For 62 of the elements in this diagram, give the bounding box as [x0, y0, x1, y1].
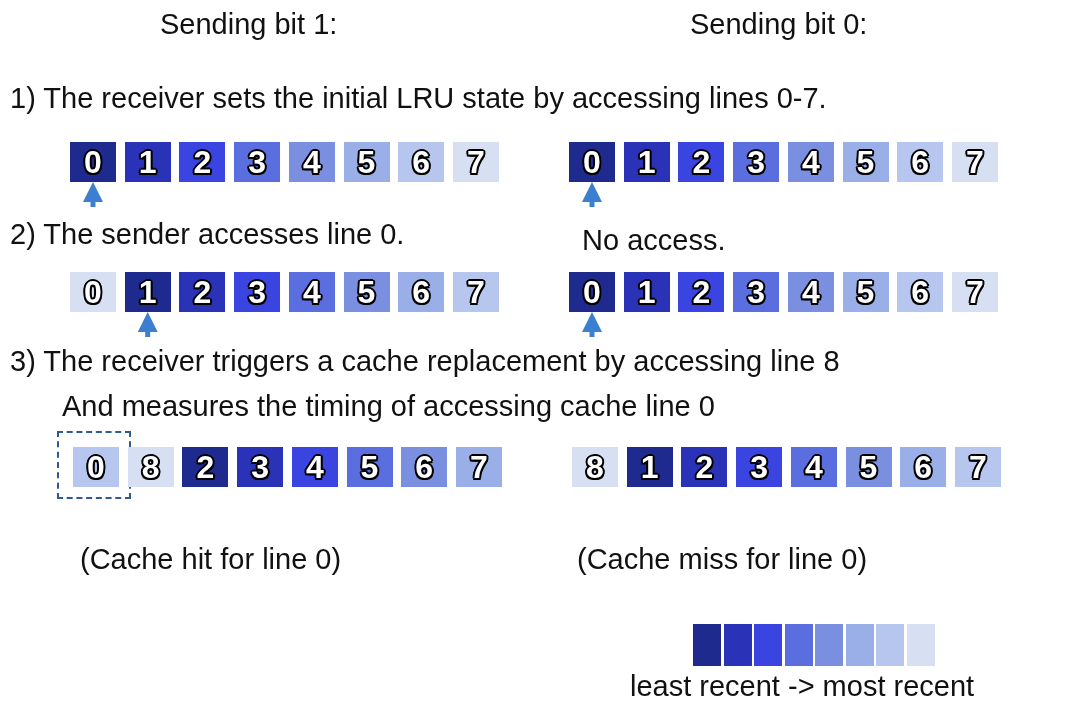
step-text: 3) The receiver triggers a cache replacement by accessing line 8	[10, 345, 840, 379]
cache-line-cell: 1	[623, 142, 670, 182]
column-heading: Sending bit 0:	[690, 8, 868, 42]
cache-line-cell: 5	[842, 142, 889, 182]
cache-line-cell: 3	[736, 447, 783, 487]
cache-line-cell: 0	[70, 142, 116, 182]
cache-line-cell: 7	[452, 272, 499, 312]
cache-line-cell: 6	[900, 447, 947, 487]
cache-line-cell: 4	[787, 272, 834, 312]
cache-line-cell: 4	[790, 447, 837, 487]
cache-line-cell: 7	[951, 142, 998, 182]
cache-line-cell: 1	[626, 447, 673, 487]
cache-line-cell: 2	[678, 142, 725, 182]
arrow	[83, 182, 103, 207]
cache-line-cell: 0	[569, 142, 615, 182]
cache-line-cell: 3	[234, 272, 281, 312]
cache-line-cell: 1	[623, 272, 670, 312]
cache-line-cell: 6	[897, 272, 944, 312]
cache-line-cell: 2	[182, 447, 229, 487]
cache-line-cell: 6	[401, 447, 448, 487]
cache-line-cell: 3	[234, 142, 281, 182]
cache-line-cell: 6	[398, 272, 445, 312]
arrow	[582, 312, 602, 337]
cache-line-cell: 0	[73, 447, 119, 487]
column-heading: Sending bit 1:	[160, 8, 338, 42]
cache-line-cell: 7	[954, 447, 1001, 487]
legend-text: least recent -> most recent	[630, 670, 975, 704]
cache-line-cell: 8	[127, 447, 174, 487]
arrow	[137, 312, 158, 337]
cache-line-cell: 4	[291, 447, 338, 487]
cache-line-cell: 0	[70, 272, 116, 312]
cache-line-cell: 7	[455, 447, 502, 487]
cache-line-cell: 2	[681, 447, 728, 487]
cache-line-cell: 1	[124, 272, 171, 312]
cache-line-cell: 3	[237, 447, 284, 487]
cache-line-cell: 5	[343, 272, 390, 312]
cache-line-cell: 8	[572, 447, 618, 487]
cache-line-cell: 5	[842, 272, 889, 312]
cache-line-cell: 5	[346, 447, 393, 487]
cache-line-cell: 4	[288, 272, 335, 312]
cache-line-cell: 1	[124, 142, 171, 182]
cache-line-cell: 4	[787, 142, 834, 182]
step-text: No access.	[582, 224, 726, 258]
arrow	[582, 182, 602, 207]
cache-line-cell: 4	[288, 142, 335, 182]
result-text: (Cache hit for line 0)	[80, 543, 342, 577]
cache-line-cell: 5	[343, 142, 390, 182]
step-text: And measures the timing of accessing cache line 0	[62, 390, 715, 424]
cache-line-cell: 0	[569, 272, 615, 312]
step-text: 1) The receiver sets the initial LRU state by accessing lines 0-7.	[10, 82, 827, 116]
cache-line-cell: 7	[452, 142, 499, 182]
cache-line-cell: 3	[733, 272, 780, 312]
result-text: (Cache miss for line 0)	[577, 543, 868, 577]
cache-line-cell: 2	[179, 142, 226, 182]
cache-line-cell: 6	[398, 142, 445, 182]
cache-line-cell: 2	[678, 272, 725, 312]
cache-line-cell: 2	[179, 272, 226, 312]
cache-line-cell: 5	[845, 447, 892, 487]
cache-line-cell: 7	[951, 272, 998, 312]
cache-line-cell: 6	[897, 142, 944, 182]
step-text: 2) The sender accesses line 0.	[10, 218, 405, 252]
cache-line-cell: 3	[733, 142, 780, 182]
